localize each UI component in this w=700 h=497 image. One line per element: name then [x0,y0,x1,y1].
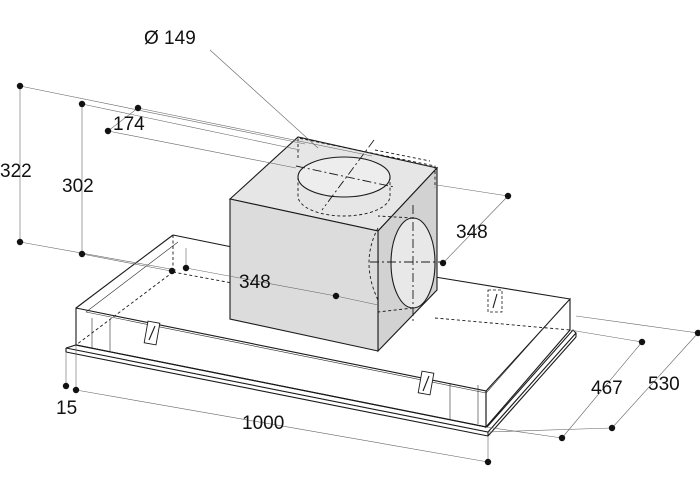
label-total-depth: 530 [648,374,680,395]
label-glass-thickness: 15 [56,398,77,419]
filter-handle-left [143,320,161,346]
label-motor-offset: 174 [113,114,145,135]
side-duct-outlet [368,205,440,322]
label-body-height: 302 [62,176,94,197]
label-duct-diameter: Ø 149 [144,28,196,49]
label-body-depth: 467 [591,378,623,399]
filter-handle-back [487,289,503,313]
label-motor-width: 348 [239,272,271,293]
label-total-height: 322 [0,161,32,182]
filter-handle-right [417,370,435,396]
dimension-lines [19,49,699,463]
label-width: 1000 [242,413,284,434]
top-duct-outlet [295,137,436,217]
dimension-dots [16,82,700,466]
label-motor-depth: 348 [456,222,488,243]
glass-plate [65,329,577,437]
